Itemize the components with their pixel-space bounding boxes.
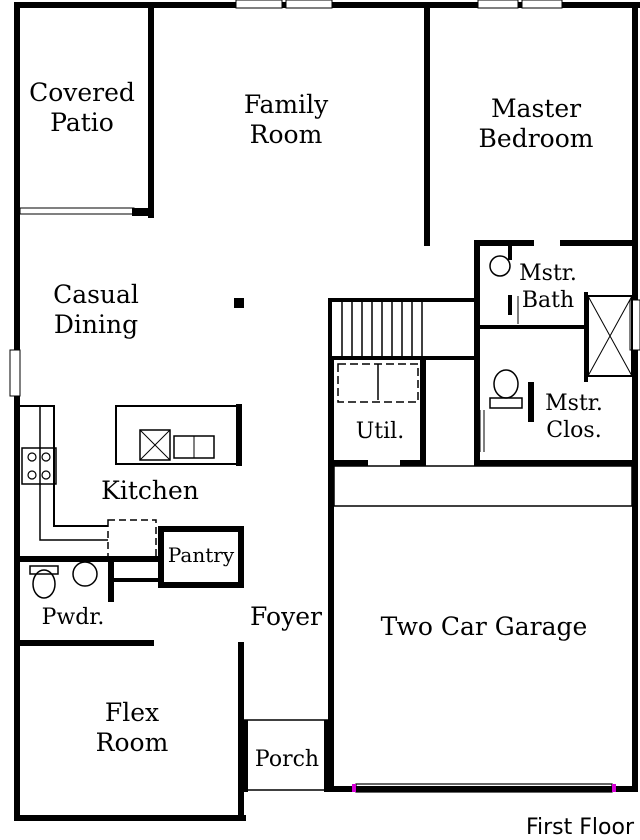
windows [9,0,640,397]
room-label-casual-dining: Casual Dining [53,280,139,339]
room-label-flex-room: Flex Room [95,698,169,757]
room-label-foyer: Foyer [250,602,322,631]
room-label-porch: Porch [254,747,320,772]
room-label-two-car-garage: Two Car Garage [380,612,588,641]
room-label-kitchen: Kitchen [101,476,199,505]
room-label-master-bedroom: Master Bedroom [478,94,594,153]
room-label-pwdr: Pwdr. [41,605,105,630]
room-label-pantry: Pantry [167,543,235,567]
room-label-family-room: Family Room [243,90,329,149]
room-label-util: Util. [355,419,405,444]
stairs [341,302,423,356]
room-label-covered-patio: Covered Patio [29,78,135,137]
room-label-mstr-bath: Mstr. Bath [519,261,577,313]
door-swings [479,296,519,452]
interior-walls [14,8,638,820]
room-label-mstr-clos: Mstr. Clos. [545,391,603,443]
floor-title: First Floor [525,815,634,840]
